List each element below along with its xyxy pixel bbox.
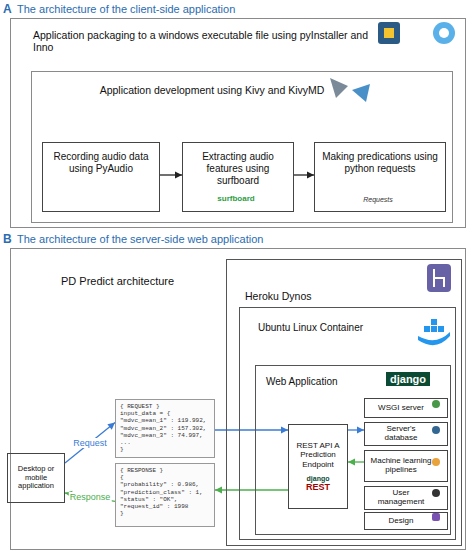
node-text: "mdvc_mean_1" : 119.992, bbox=[120, 417, 206, 424]
node-text: { RESPONSE } bbox=[120, 467, 163, 474]
arrow-head bbox=[307, 172, 314, 179]
postgres-icon bbox=[432, 426, 440, 434]
group-box: Web ApplicationdjangoREST API A Predicti… bbox=[255, 365, 451, 535]
component-box: WSGI server bbox=[364, 398, 448, 418]
node-text: The architecture of the server-side web … bbox=[17, 233, 417, 245]
connector bbox=[65, 493, 115, 501]
node-text: The architecture of the client-side appl… bbox=[17, 3, 417, 15]
text-holder: B bbox=[3, 232, 17, 246]
node-text: Recording audio data using PyAudio bbox=[49, 151, 153, 175]
node-text: "status" : "OK", bbox=[120, 496, 178, 503]
ml-icon bbox=[432, 458, 440, 466]
process-box: Recording audio data using PyAudio bbox=[42, 142, 160, 212]
node-text: "prediction_class" : 1, bbox=[120, 489, 203, 496]
arrow-head bbox=[107, 423, 115, 430]
node-text: Application development using Kivy and K… bbox=[82, 84, 342, 96]
docker-icon bbox=[438, 326, 444, 332]
text-holder: Ubuntu Linux Container bbox=[258, 322, 408, 333]
component-box: Server's database bbox=[364, 422, 448, 446]
group-box: Ubuntu Linux ContainerWeb Application dja… bbox=[239, 307, 456, 540]
node-text: "request_id" : 1998 bbox=[120, 503, 188, 510]
node-text: Heroku Dynos bbox=[245, 290, 395, 302]
heroku-icon bbox=[427, 264, 451, 292]
node-text: "probability" : 0.986, bbox=[120, 481, 199, 488]
node-text: "mdvc_mean_3" : 74.997, bbox=[120, 432, 203, 439]
node-text: Making predications using python request… bbox=[321, 151, 439, 175]
docker-icon bbox=[418, 332, 450, 345]
component-box: Machine learning pipelines bbox=[364, 450, 448, 482]
node-text: ... bbox=[120, 439, 131, 446]
node-text: "mdvc_mean_2" : 157.302, bbox=[120, 425, 206, 432]
node-text: Ubuntu Linux Container bbox=[258, 322, 408, 333]
node-text: B bbox=[3, 232, 17, 246]
pyinstaller-icon bbox=[378, 22, 400, 44]
node-text: input_data = { bbox=[120, 410, 170, 417]
node-text: { REQUEST } bbox=[120, 403, 160, 410]
node-text: } bbox=[120, 510, 124, 517]
component-box: Design bbox=[364, 512, 448, 530]
node-text: Machine learning pipelines bbox=[369, 457, 433, 475]
arrow-head bbox=[281, 427, 288, 434]
text-holder: A bbox=[3, 2, 17, 16]
panel: BThe architecture of the server-side web… bbox=[10, 248, 466, 550]
node-text: REST bbox=[306, 482, 330, 492]
node-text: { bbox=[120, 474, 124, 481]
node-text: User management bbox=[369, 489, 433, 507]
node-text: Web Application bbox=[266, 376, 376, 387]
user-icon bbox=[432, 489, 440, 497]
api-box: REST API A Prediction Endpoint djangoREST bbox=[288, 424, 348, 509]
arrow-head bbox=[215, 487, 222, 494]
group-box: Heroku DynosUbuntu Linux ContainerWeb Ap… bbox=[226, 259, 462, 546]
node-text: Extracting audio features using surfboar… bbox=[189, 151, 287, 187]
heroku-icon bbox=[434, 269, 444, 287]
pyinstaller-icon bbox=[384, 28, 394, 38]
edge-label: Request bbox=[72, 438, 108, 448]
node-text: Design bbox=[389, 517, 414, 526]
connector bbox=[65, 423, 115, 463]
inno-icon bbox=[433, 22, 455, 44]
node-text: REST API A Prediction Endpoint bbox=[291, 441, 345, 469]
node-text: } bbox=[120, 446, 124, 453]
node-text: PD Predict architecture bbox=[61, 275, 231, 287]
node-text: WSGI server bbox=[378, 404, 424, 413]
node-text: django bbox=[386, 372, 430, 386]
text-holder: Heroku Dynos bbox=[245, 290, 395, 302]
text-holder: django bbox=[386, 372, 430, 386]
text-holder: Application packaging to a windows execu… bbox=[33, 29, 378, 53]
kivy-icon bbox=[330, 78, 348, 98]
inno-icon bbox=[439, 28, 449, 38]
text-holder: The architecture of the server-side web … bbox=[17, 233, 417, 245]
node-text: Application packaging to a windows execu… bbox=[33, 29, 378, 53]
text-holder: Application development using Kivy and K… bbox=[82, 84, 342, 96]
node-text: A bbox=[3, 2, 17, 16]
logo-label: Requests bbox=[350, 196, 406, 203]
docker-icon bbox=[431, 326, 437, 332]
logo-label: surfboard bbox=[210, 194, 262, 203]
bootstrap-icon bbox=[432, 513, 440, 521]
json-box: { RESPONSE }{"probability" : 0.986,"pred… bbox=[115, 463, 215, 527]
node-text: Desktop or mobile application bbox=[11, 465, 61, 491]
text-holder: PD Predict architecture bbox=[61, 275, 231, 287]
edge-label: Response bbox=[69, 492, 112, 502]
client-box: Desktop or mobile application bbox=[7, 453, 65, 503]
gunicorn-icon bbox=[432, 400, 440, 408]
json-box: { REQUEST }input_data = {"mdvc_mean_1" :… bbox=[115, 399, 215, 458]
text-holder: The architecture of the client-side appl… bbox=[17, 3, 417, 15]
arrow-head bbox=[348, 459, 355, 466]
docker-icon bbox=[424, 326, 430, 332]
text-holder: Web Application bbox=[266, 376, 376, 387]
arrow-head bbox=[357, 427, 364, 434]
node-text: Server's database bbox=[369, 425, 433, 443]
arrow-head bbox=[175, 172, 182, 179]
docker-icon bbox=[431, 319, 437, 325]
component-box: User management bbox=[364, 486, 448, 510]
node-text: django bbox=[307, 475, 330, 482]
kivymd-icon bbox=[352, 84, 370, 102]
